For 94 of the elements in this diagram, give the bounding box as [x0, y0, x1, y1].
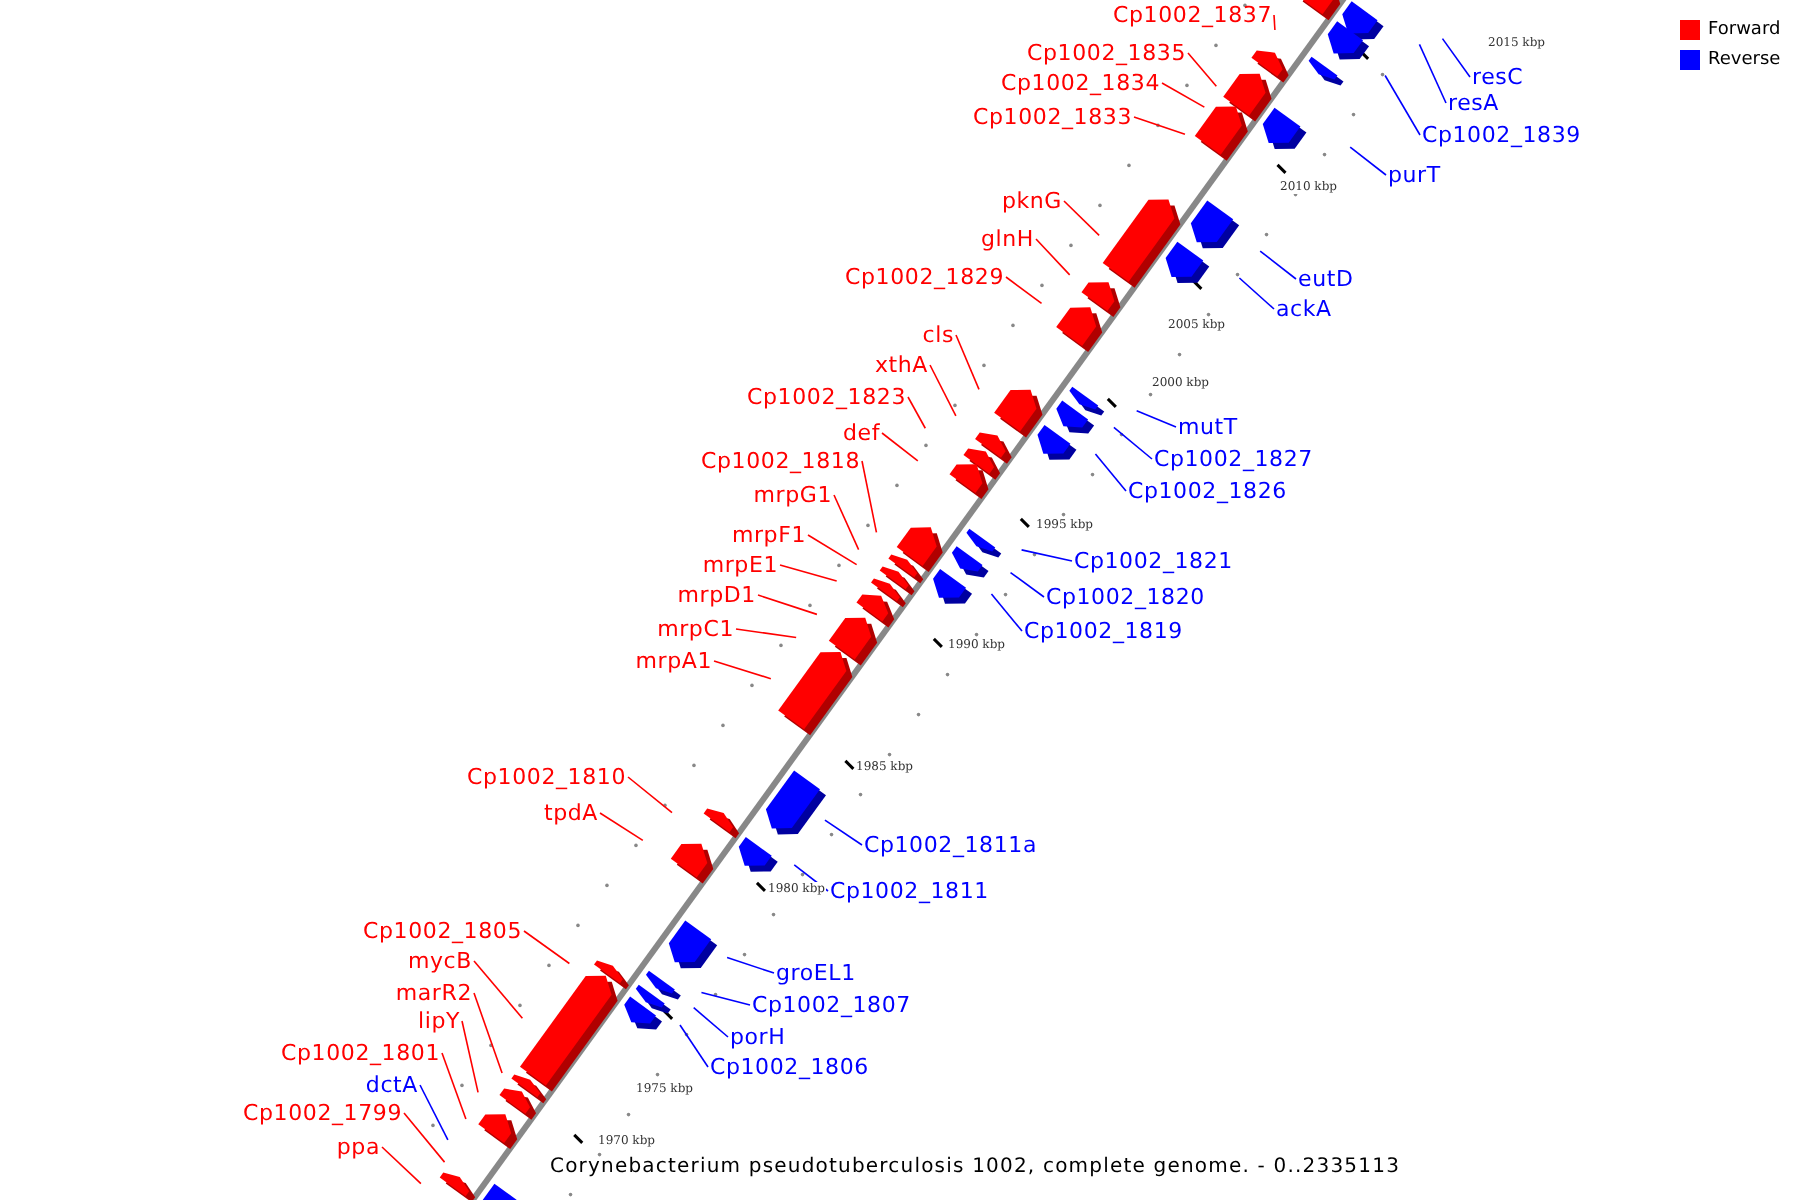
leader-line [1384, 74, 1421, 136]
gene-label: mrpF1 [731, 522, 806, 548]
leader-line [881, 432, 919, 462]
leader-line [1020, 549, 1073, 562]
leader-line [713, 660, 772, 680]
gene-label: purT [1388, 162, 1441, 188]
leader-line [692, 1006, 729, 1038]
leader-line [990, 593, 1023, 632]
gene-label: Cp1002_1826 [1128, 478, 1287, 504]
gene-label: Cp1002_1829 [845, 264, 1004, 290]
gene-label: cls [922, 322, 954, 348]
leader-line [824, 819, 863, 846]
gene-label: Cp1002_1834 [1001, 70, 1160, 96]
leader-line [679, 1024, 709, 1068]
gene-label: Cp1002_1833 [973, 104, 1132, 130]
leader-line [1005, 276, 1043, 305]
gene-label: Cp1002_1811a [864, 832, 1037, 858]
caption: Corynebacterium pseudotuberculosis 1002, complete genome. - 0..2335113 [550, 1156, 1401, 1178]
leader-line [1273, 14, 1276, 31]
leader-line [1063, 200, 1100, 237]
leader-line [726, 956, 775, 974]
leader-line [419, 1084, 449, 1141]
gene-label: Cp1002_1837 [1113, 2, 1272, 28]
leader-line [1035, 238, 1071, 276]
gene-label: Cp1002_1821 [1074, 548, 1233, 574]
leader-line [955, 334, 980, 391]
leader-line [735, 628, 797, 639]
gene-label: Cp1002_1806 [710, 1054, 869, 1080]
gene-label: Cp1002_1805 [363, 918, 522, 944]
gene-label: Cp1002_1819 [1024, 618, 1183, 644]
leader-line [473, 992, 503, 1074]
gene-label: lipY [417, 1008, 460, 1034]
gene-label: Cp1002_1811 [830, 878, 989, 904]
gene-label: def [842, 420, 880, 446]
gene-label: marR2 [395, 980, 472, 1006]
gene-label: Cp1002_1835 [1027, 40, 1186, 66]
gene-label: Cp1002_1823 [747, 384, 906, 410]
leader-line [1187, 52, 1218, 88]
gene-label: ppa [336, 1134, 380, 1160]
gene-label: Cp1002_1801 [281, 1040, 440, 1066]
gene-label: mrpA1 [635, 648, 712, 674]
gene-label: glnH [981, 226, 1034, 252]
gene-label: Cp1002_1799 [243, 1100, 402, 1126]
leader-line [779, 564, 838, 582]
gene-label: mrpE1 [702, 552, 778, 578]
leader-line [700, 991, 751, 1006]
leader-line [861, 460, 878, 534]
gene-label: groEL1 [776, 960, 856, 986]
leader-line [1113, 426, 1153, 460]
leader-line [599, 812, 644, 842]
leader-line [833, 494, 860, 551]
leader-line [1259, 250, 1297, 280]
legend-label: Forward [1708, 18, 1781, 42]
leader-line [1418, 43, 1447, 104]
leader-line [1009, 571, 1045, 598]
gene-label: mycB [407, 948, 472, 974]
leader-line [757, 594, 818, 616]
leader-line [907, 396, 927, 430]
leader-line [807, 534, 858, 566]
gene-label: dctA [365, 1072, 418, 1098]
leader-line [1135, 410, 1177, 428]
gene-label: Cp1002_1827 [1154, 446, 1313, 472]
leader-line [1133, 116, 1186, 136]
gene-label: pknG [1001, 188, 1062, 214]
leader-line [403, 1112, 446, 1163]
leader-line [1094, 453, 1127, 492]
leader-line [1349, 146, 1387, 176]
leader-line [441, 1052, 467, 1120]
gene-label: Cp1002_1810 [467, 764, 626, 790]
gene-label: mrpG1 [753, 482, 832, 508]
gene-label: tpdA [543, 800, 598, 826]
gene-label: Cp1002_1820 [1046, 584, 1205, 610]
gene-label: Cp1002_1807 [752, 992, 911, 1018]
gene-label: ackA [1276, 296, 1332, 322]
gene-label: mutT [1178, 414, 1238, 440]
gene-label: resC [1472, 64, 1524, 90]
gene-label: Cp1002_1839 [1422, 122, 1581, 148]
gene-label: Cp1002_1818 [701, 448, 860, 474]
leader-line [1238, 277, 1275, 310]
gene-label: xthA [874, 352, 928, 378]
leader-line [929, 364, 957, 417]
gene-label: mrpD1 [677, 582, 756, 608]
gene-label: mrpC1 [657, 616, 734, 642]
leader-line [381, 1146, 422, 1185]
leader-line [1441, 37, 1471, 78]
leader-line [627, 776, 673, 814]
gene-label: resA [1448, 90, 1500, 116]
leader-line [461, 1020, 479, 1094]
gene-label: eutD [1298, 266, 1354, 292]
legend-label: Reverse [1708, 48, 1781, 72]
gene-label: porH [730, 1024, 786, 1050]
leader-line [1161, 82, 1206, 108]
leader-line [523, 930, 571, 965]
leader-line [473, 960, 524, 1020]
